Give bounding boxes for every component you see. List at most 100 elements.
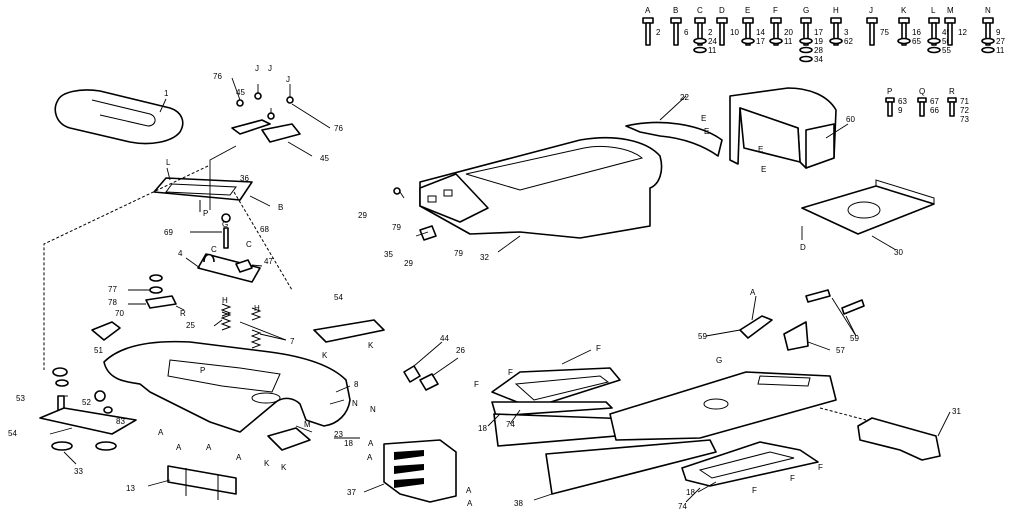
hardware-legend: A2B6C22411D10E1417F2011G17192834H362J75K… xyxy=(642,6,1005,124)
callout-45: 45 xyxy=(236,88,245,97)
callout-69: 69 xyxy=(164,228,173,237)
part-23-bracket xyxy=(267,427,311,451)
callout-D: D xyxy=(800,243,806,252)
callout-22: 22 xyxy=(680,93,689,102)
legend-washer xyxy=(693,46,707,54)
legend-bolt-shank xyxy=(901,22,907,46)
callout-F: F xyxy=(508,368,513,377)
callout-A: A xyxy=(467,499,473,508)
part-77-78-70-hardware xyxy=(145,274,177,309)
legend-bolt-shank xyxy=(803,22,809,46)
callout-45: 45 xyxy=(320,154,329,163)
legend-number: 49 xyxy=(942,28,951,37)
legend-bolt-shank xyxy=(947,22,953,46)
callout-G: G xyxy=(716,356,722,365)
callout-4: 4 xyxy=(178,249,183,258)
legend-bolt-shank xyxy=(745,22,751,46)
legend-washer xyxy=(741,37,755,45)
callout-E: E xyxy=(704,127,709,136)
callout-A: A xyxy=(158,428,164,437)
callout-K: K xyxy=(322,351,328,360)
callout-A: A xyxy=(206,443,212,452)
legend-letter-P: P xyxy=(887,87,892,96)
legend-letter-F: F xyxy=(773,6,778,15)
callout-35: 35 xyxy=(384,250,393,259)
part-51 xyxy=(91,321,121,341)
callout-F: F xyxy=(790,474,795,483)
legend-letter-Q: Q xyxy=(919,87,925,96)
callout-18: 18 xyxy=(344,439,353,448)
legend-number: 20 xyxy=(784,28,793,37)
legend-number: 34 xyxy=(814,55,823,64)
part-1-seat xyxy=(54,89,184,145)
callout-1: 1 xyxy=(164,89,169,98)
legend-bolt-shank xyxy=(919,101,925,117)
callout-79: 79 xyxy=(454,249,463,258)
part-4-seat-mount xyxy=(197,213,261,283)
callout-44: 44 xyxy=(440,334,449,343)
legend-number: 73 xyxy=(960,115,969,124)
callout-37: 37 xyxy=(347,488,356,497)
legend-number: 16 xyxy=(912,28,921,37)
legend-bolt-shank xyxy=(869,22,875,46)
part-left-hardware-group xyxy=(39,367,137,451)
legend-bolt-shank xyxy=(719,22,725,46)
legend-bolt-shank xyxy=(931,22,937,46)
callout-L: L xyxy=(166,158,171,167)
callout-A: A xyxy=(236,453,242,462)
callout-51: 51 xyxy=(94,346,103,355)
callout-A: A xyxy=(750,288,756,297)
legend-number: 62 xyxy=(844,37,853,46)
part-54-bracket xyxy=(313,319,385,343)
part-hood-hardware xyxy=(393,187,437,241)
callout-7: 7 xyxy=(290,337,295,346)
callout-26: 26 xyxy=(456,346,465,355)
part-30-plate xyxy=(801,179,935,235)
legend-letter-G: G xyxy=(803,6,809,15)
callout-H: H xyxy=(254,304,260,313)
callout-A: A xyxy=(176,443,182,452)
legend-washer xyxy=(897,37,911,45)
legend-number: 2 xyxy=(708,28,713,37)
callout-53: 53 xyxy=(16,394,25,403)
callout-H: H xyxy=(222,296,228,305)
legend-number: 28 xyxy=(814,46,823,55)
legend-washer xyxy=(799,55,813,63)
callout-30: 30 xyxy=(894,248,903,257)
legend-number: 71 xyxy=(960,97,969,106)
callout-54: 54 xyxy=(8,429,17,438)
callout-F: F xyxy=(752,486,757,495)
leader-lines xyxy=(43,77,951,503)
callout-29: 29 xyxy=(358,211,367,220)
callout-P: P xyxy=(200,366,205,375)
legend-washer xyxy=(981,37,995,45)
callout-G: G xyxy=(222,220,228,229)
callout-18: 18 xyxy=(686,488,695,497)
legend-letter-K: K xyxy=(901,6,907,15)
legend-number: 24 xyxy=(708,37,717,46)
callout-74: 74 xyxy=(678,502,687,511)
callout-A: A xyxy=(367,453,373,462)
legend-number: 3 xyxy=(844,28,849,37)
legend-letter-A: A xyxy=(645,6,651,15)
callout-78: 78 xyxy=(108,298,117,307)
callout-68: 68 xyxy=(260,225,269,234)
part-22-bumper xyxy=(625,121,723,157)
legend-washer xyxy=(693,37,707,45)
legend-bolt-shank xyxy=(697,22,703,46)
callout-J: J xyxy=(255,64,259,73)
callout-83: 83 xyxy=(116,417,125,426)
legend-bolt-shank xyxy=(645,22,651,46)
legend-washer xyxy=(799,46,813,54)
legend-number: 10 xyxy=(730,28,739,37)
legend-letter-J: J xyxy=(869,6,873,15)
part-59-57-brackets xyxy=(739,289,865,351)
callout-36: 36 xyxy=(240,174,249,183)
legend-number: 2 xyxy=(656,28,661,37)
callout-52: 52 xyxy=(82,398,91,407)
legend-number: 27 xyxy=(996,37,1005,46)
callout-59: 59 xyxy=(850,334,859,343)
callout-70: 70 xyxy=(115,309,124,318)
